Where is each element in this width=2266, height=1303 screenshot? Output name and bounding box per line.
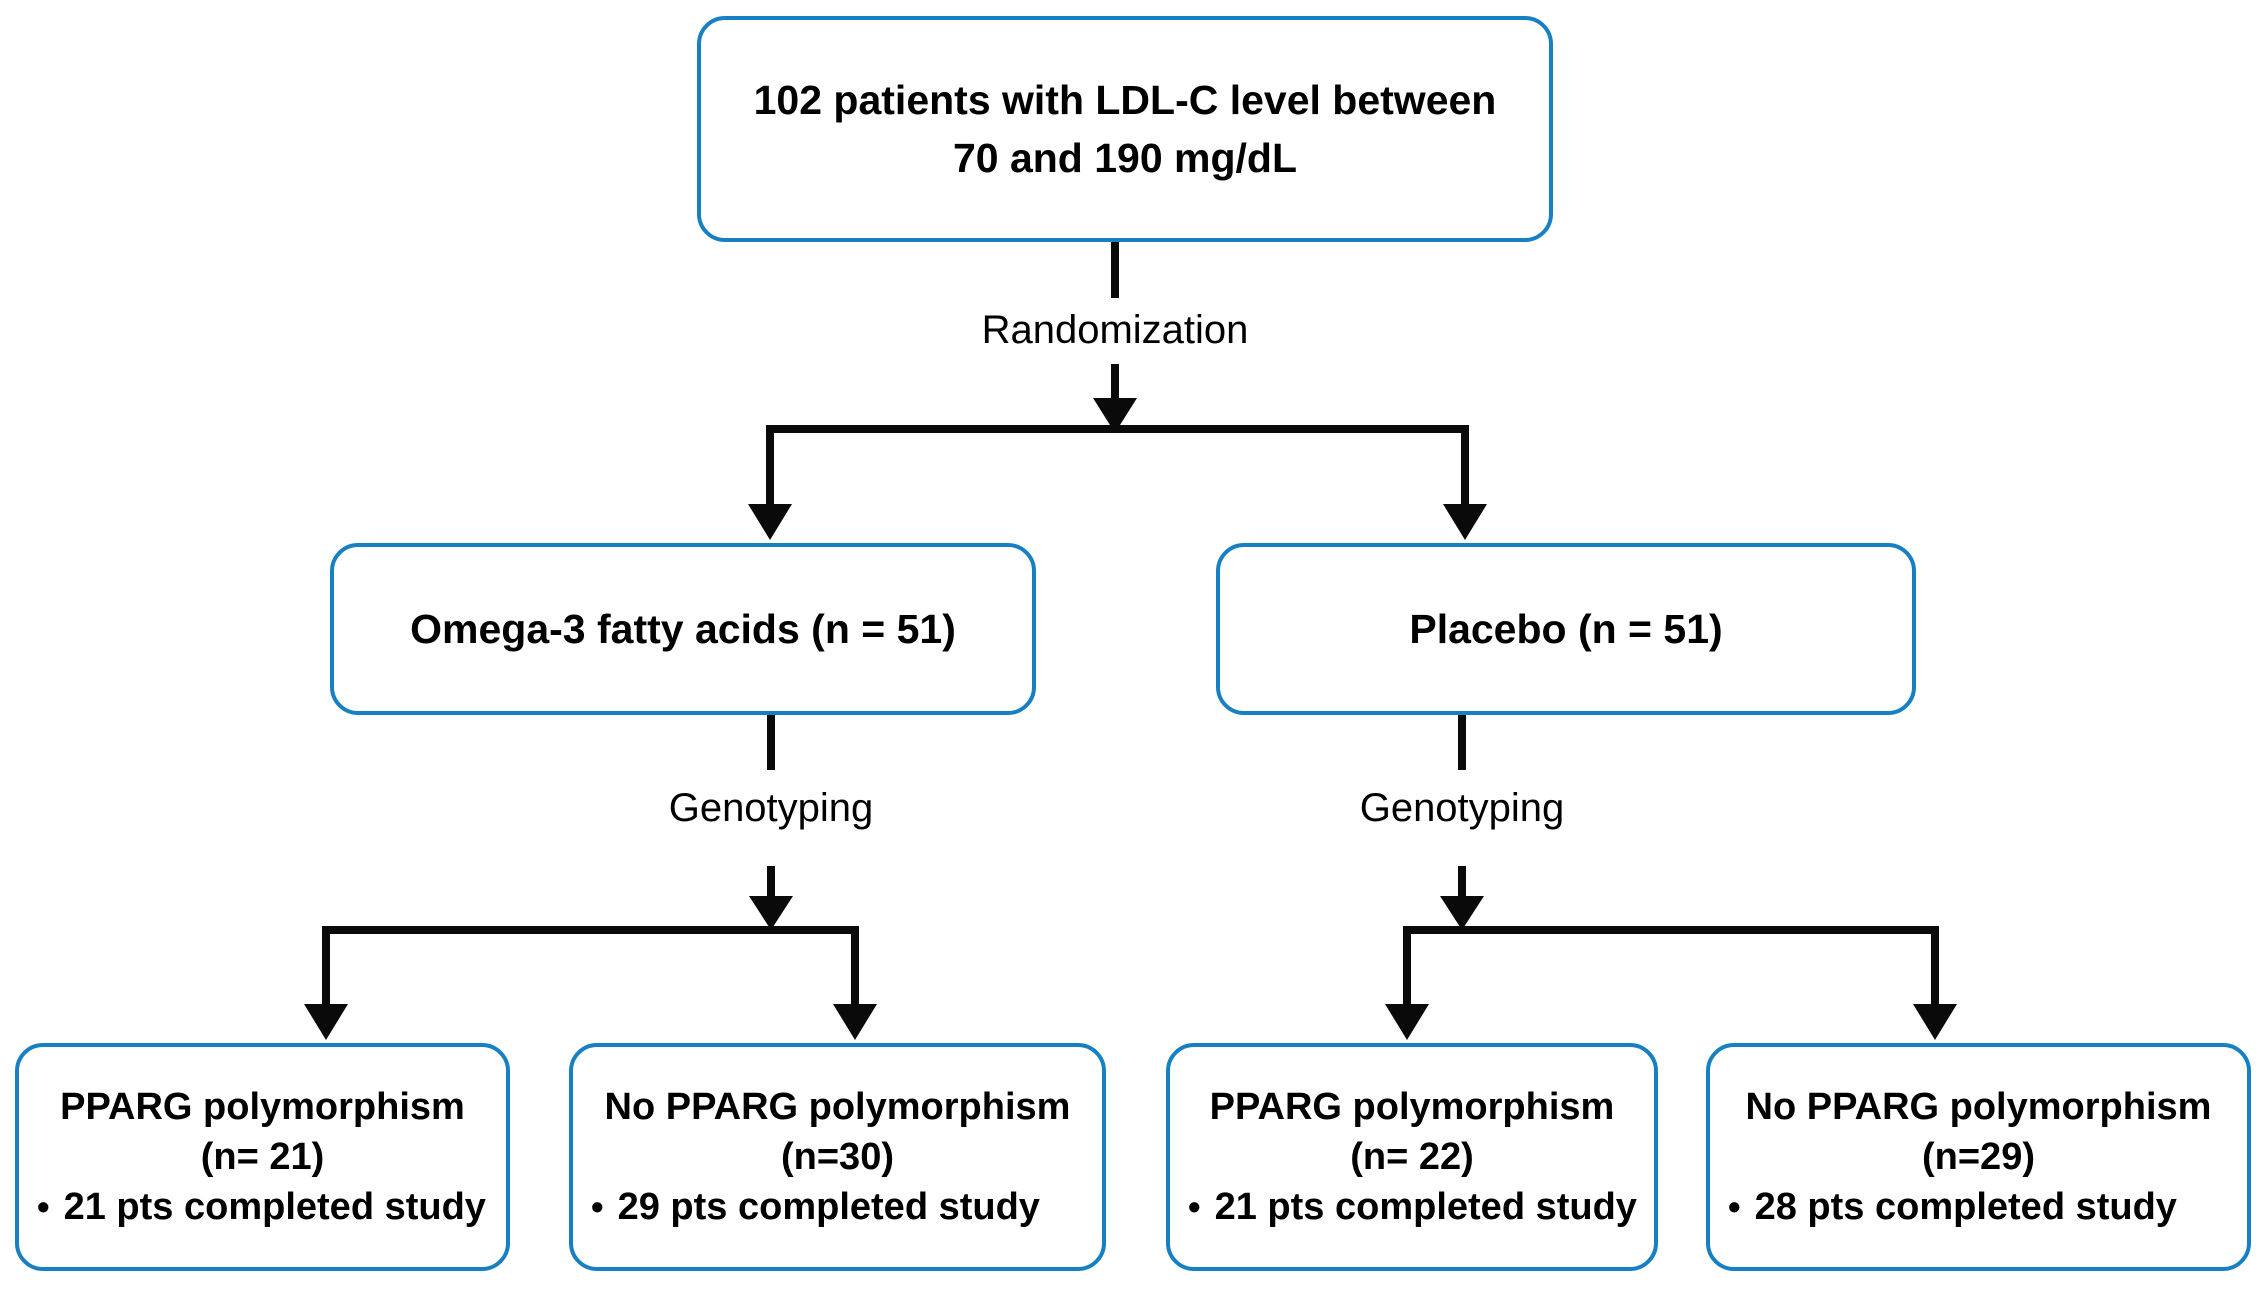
- node-enrollment: 102 patients with LDL-C level between 70…: [697, 16, 1553, 242]
- omega3-arm-label: Omega-3 fatty acids (n = 51): [410, 605, 956, 652]
- outcome-completed-text: 28 pts completed study: [1754, 1186, 2177, 1228]
- outcome-completed-text: 29 pts completed study: [617, 1186, 1040, 1228]
- genotyping-right-branch-line: [1403, 926, 1939, 1008]
- randomization-branch-line: [766, 425, 1469, 508]
- branch-outcome2-arrowhead-icon: [833, 1004, 877, 1040]
- branch-outcome1-arrowhead-icon: [304, 1004, 348, 1040]
- placebo-arm-label: Placebo (n = 51): [1409, 605, 1723, 652]
- branch-outcome3-arrowhead-icon: [1385, 1004, 1429, 1040]
- branch-placebo-arrowhead-icon: [1443, 504, 1487, 540]
- outcome-n: (n= 21): [200, 1136, 325, 1178]
- randomization-arrowhead-icon: [1093, 398, 1137, 433]
- outcome-completed-row: • 28 pts completed study: [1722, 1182, 2177, 1232]
- bullet-icon: •: [1188, 1186, 1201, 1227]
- outcome-n: (n=30): [781, 1136, 894, 1178]
- outcome-title: No PPARG polymorphism: [604, 1086, 1071, 1128]
- genotyping-label-left: Genotyping: [668, 786, 874, 830]
- genotyping-left-arrowhead-icon: [749, 896, 793, 930]
- bullet-icon: •: [37, 1186, 50, 1227]
- outcome-title: PPARG polymorphism: [1209, 1086, 1615, 1128]
- outcome-completed-row: • 21 pts completed study: [1182, 1182, 1637, 1232]
- branch-omega3-arrowhead-icon: [748, 504, 792, 540]
- node-outcome-no-pparg-placebo: No PPARG polymorphism (n=29) • 28 pts co…: [1706, 1043, 2251, 1271]
- enrollment-text-line1: 102 patients with LDL-C level between: [753, 77, 1497, 123]
- node-outcome-no-pparg-omega3: No PPARG polymorphism (n=30) • 29 pts co…: [569, 1043, 1106, 1271]
- bullet-icon: •: [591, 1186, 604, 1227]
- branch-outcome4-arrowhead-icon: [1913, 1004, 1957, 1040]
- genotyping-left-branch-line: [322, 926, 859, 1008]
- outcome-completed-row: • 29 pts completed study: [585, 1182, 1040, 1232]
- outcome-completed-row: • 21 pts completed study: [31, 1182, 486, 1232]
- enrollment-text-line2: 70 and 190 mg/dL: [952, 135, 1298, 181]
- node-outcome-pparg-omega3: PPARG polymorphism (n= 21) • 21 pts comp…: [15, 1043, 510, 1271]
- node-outcome-pparg-placebo: PPARG polymorphism (n= 22) • 21 pts comp…: [1166, 1043, 1658, 1271]
- genotyping-label-right: Genotyping: [1359, 786, 1565, 830]
- outcome-n: (n= 22): [1350, 1136, 1474, 1178]
- outcome-title: PPARG polymorphism: [60, 1086, 465, 1128]
- genotyping-right-arrowhead-icon: [1440, 896, 1484, 930]
- outcome-n: (n=29): [1922, 1136, 2035, 1178]
- node-placebo-arm: Placebo (n = 51): [1216, 543, 1916, 715]
- outcome-completed-text: 21 pts completed study: [63, 1186, 486, 1228]
- randomization-label: Randomization: [981, 308, 1249, 352]
- bullet-icon: •: [1728, 1186, 1741, 1227]
- node-omega3-arm: Omega-3 fatty acids (n = 51): [330, 543, 1036, 715]
- outcome-completed-text: 21 pts completed study: [1214, 1186, 1637, 1228]
- outcome-title: No PPARG polymorphism: [1745, 1086, 2212, 1128]
